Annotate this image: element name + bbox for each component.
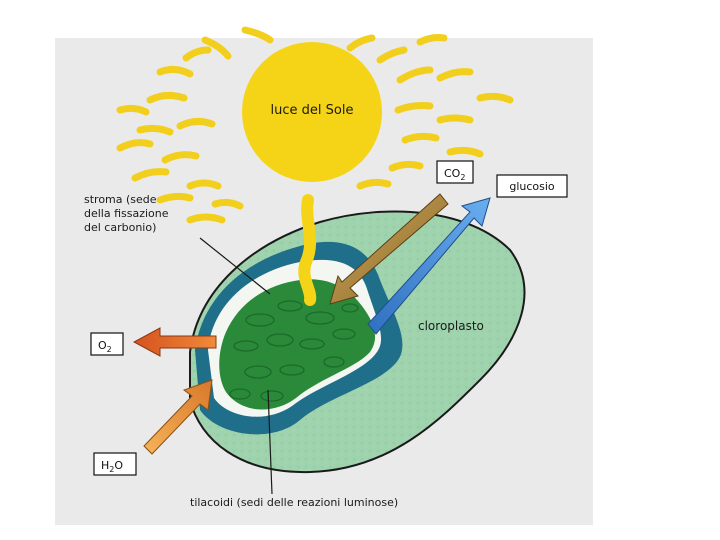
svg-text:O2: O2 <box>98 339 112 354</box>
thylakoid-texture <box>229 300 359 402</box>
stroma-label-line3: del carbonio) <box>84 221 156 234</box>
h2o-label-o: O <box>114 459 123 472</box>
o2-box: O2 <box>90 332 124 356</box>
chloroplast-label: cloroplasto <box>418 319 484 333</box>
h2o-arrow <box>143 379 213 455</box>
h2o-subscript: 2 <box>109 465 114 474</box>
sun <box>242 42 382 182</box>
svg-text:CO2: CO2 <box>444 167 465 182</box>
thylakoid-mass <box>219 279 376 410</box>
o2-subscript: 2 <box>107 345 112 354</box>
glucose-arrow <box>367 197 491 335</box>
h2o-label-h: H <box>101 459 109 472</box>
h2o-box: H2O <box>93 452 137 476</box>
stroma-pointer <box>199 237 271 295</box>
o2-arrow <box>132 327 217 357</box>
sun-rays <box>116 26 514 224</box>
co2-arrow <box>329 193 449 305</box>
sunlight-beam <box>298 194 317 306</box>
stroma-label-line1: stroma (sede <box>84 193 157 206</box>
glucose-box: glucosio <box>496 174 568 198</box>
co2-box: CO2 <box>436 160 474 184</box>
sun-label: luce del Sole <box>271 103 354 118</box>
thylakoid-pointer <box>267 389 273 495</box>
glucose-label: glucosio <box>509 180 555 193</box>
co2-label: CO <box>444 167 461 180</box>
co2-subscript: 2 <box>460 173 465 182</box>
o2-label: O <box>98 339 107 352</box>
thylakoid-label: tilacoidi (sedi delle reazioni luminose) <box>190 496 398 509</box>
svg-text:H2O: H2O <box>101 459 123 474</box>
stroma-label-line2: della fissazione <box>84 207 169 220</box>
